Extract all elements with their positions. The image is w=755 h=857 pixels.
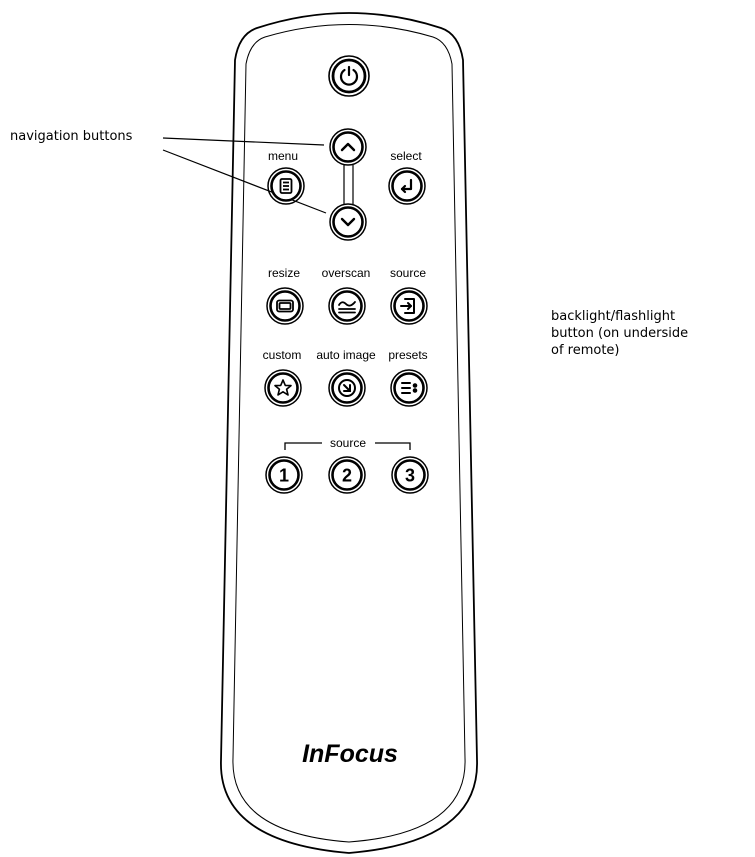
custom-label: custom bbox=[263, 348, 302, 362]
backlight-callout-line-3: of remote) bbox=[551, 343, 620, 358]
power-icon bbox=[339, 65, 359, 86]
source-1-button[interactable]: 1 bbox=[265, 456, 303, 494]
source-2-label: 2 bbox=[342, 466, 352, 486]
source-label: source bbox=[390, 266, 426, 280]
enter-icon bbox=[400, 178, 413, 194]
presets-label: presets bbox=[388, 348, 427, 362]
custom-button[interactable] bbox=[264, 369, 302, 407]
source-group-label: source bbox=[330, 436, 366, 450]
backlight-callout-line-2: button (on underside bbox=[551, 326, 689, 341]
auto-image-label: auto image bbox=[316, 348, 376, 362]
power-button[interactable] bbox=[328, 55, 370, 97]
source-3-button[interactable]: 3 bbox=[391, 456, 429, 494]
backlight-button-callout: backlight/flashlight button (on undersid… bbox=[551, 308, 751, 359]
menu-icon bbox=[279, 178, 293, 194]
source-2-button[interactable]: 2 bbox=[328, 456, 366, 494]
overscan-icon bbox=[338, 301, 356, 314]
auto-image-icon bbox=[338, 379, 356, 397]
source-group-bracket bbox=[284, 442, 411, 450]
chevron-up-icon bbox=[340, 142, 356, 152]
brand-logo: InFocus bbox=[302, 740, 398, 768]
navigation-leader-lines bbox=[162, 137, 327, 214]
source-icon bbox=[400, 298, 415, 314]
presets-button[interactable] bbox=[390, 369, 428, 407]
remote-body bbox=[220, 12, 478, 854]
menu-label: menu bbox=[268, 149, 298, 163]
star-icon bbox=[274, 379, 292, 396]
select-button[interactable] bbox=[388, 167, 426, 205]
backlight-callout-line-1: backlight/flashlight bbox=[551, 309, 676, 324]
presets-icon bbox=[401, 382, 418, 394]
select-label: select bbox=[390, 149, 422, 163]
source-3-label: 3 bbox=[405, 466, 415, 486]
up-button[interactable] bbox=[329, 128, 367, 166]
source-1-label: 1 bbox=[279, 466, 289, 486]
menu-button[interactable] bbox=[267, 167, 305, 205]
down-button[interactable] bbox=[329, 203, 367, 241]
auto-image-button[interactable] bbox=[328, 369, 366, 407]
navigation-buttons-callout: navigation buttons bbox=[10, 129, 133, 144]
resize-icon bbox=[276, 299, 294, 313]
resize-button[interactable] bbox=[266, 287, 304, 325]
overscan-label: overscan bbox=[322, 266, 371, 280]
resize-label: resize bbox=[268, 266, 300, 280]
overscan-button[interactable] bbox=[328, 287, 366, 325]
chevron-down-icon bbox=[340, 217, 356, 227]
source-button[interactable] bbox=[390, 287, 428, 325]
